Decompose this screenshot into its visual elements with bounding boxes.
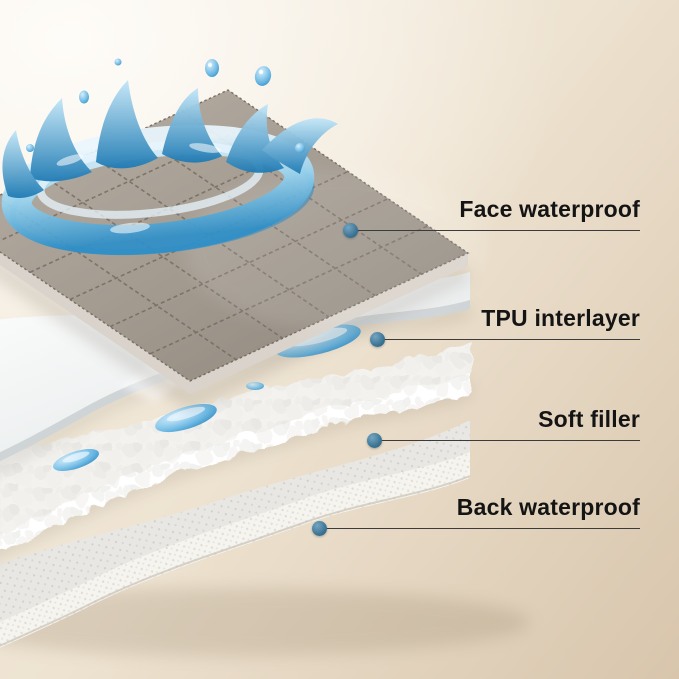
callout-face-waterproof: Face waterproof	[343, 196, 640, 238]
callout-line-tpu-interlayer	[370, 331, 640, 347]
layer-marker-dot-back	[312, 520, 327, 536]
callout-line-face-waterproof	[343, 222, 640, 238]
water-splash	[1, 58, 338, 256]
ground-shadow	[0, 588, 530, 656]
layer-marker-dot-face	[343, 222, 358, 238]
callout-soft-filler: Soft filler	[367, 406, 640, 448]
callout-line-back-waterproof	[312, 520, 640, 536]
callout-label-back-waterproof: Back waterproof	[456, 494, 640, 520]
splash-droplets	[26, 58, 305, 153]
layer-marker-dot-tpu	[370, 331, 385, 347]
callout-line-soft-filler	[367, 432, 640, 448]
back-waterproof-layer	[0, 420, 471, 648]
callout-label-soft-filler: Soft filler	[538, 406, 640, 432]
face-layer-edge	[0, 251, 468, 394]
layer-marker-dot-filler	[367, 432, 382, 448]
soft-filler-layer	[0, 340, 470, 549]
callout-back-waterproof: Back waterproof	[312, 494, 640, 536]
film-edge	[0, 300, 470, 462]
callout-label-face-waterproof: Face waterproof	[459, 196, 640, 222]
callout-label-tpu-interlayer: TPU interlayer	[481, 305, 640, 331]
splash-foam-highlights	[56, 143, 221, 234]
callout-tpu-interlayer: TPU interlayer	[370, 305, 640, 347]
